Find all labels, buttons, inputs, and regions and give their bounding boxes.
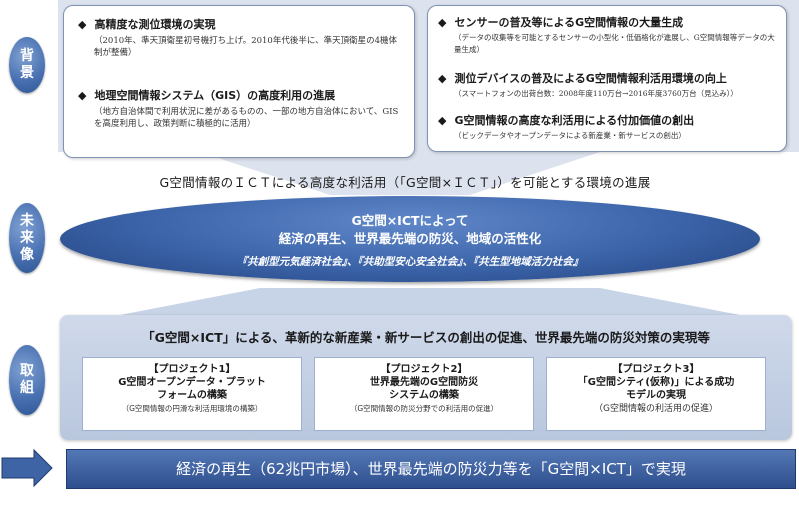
result-arrow-icon (1, 448, 53, 488)
label-char: 景 (20, 65, 34, 81)
project-note: （G空間情報の利活用の促進） (594, 404, 718, 414)
bg-item-note: （2010年、準天頂衛星初号機打ち上げ。2010年代後半に、準天頂衛星の4機体制… (94, 36, 397, 58)
bg-item-title: ◆地理空間情報システム（GIS）の高度利用の進展 (78, 89, 336, 102)
label-char: 組 (20, 380, 34, 396)
label-char: 像 (20, 246, 34, 263)
bg-item-note: （データの収集等を可能とするセンサーの小型化・低価格化が進展し、G空間情報等デー… (454, 33, 775, 54)
label-background: 背 景 (9, 37, 45, 93)
project-tag: 【プロジェクト3】 (612, 364, 700, 375)
label-efforts: 取 組 (9, 345, 45, 415)
project-name: 世界最先端のG空間防災 (369, 377, 479, 388)
project-card-3: 【プロジェクト3】 「G空間シティ(仮称)」による成功 モデルの実現 （G空間情… (546, 357, 766, 431)
label-char: 背 (20, 48, 34, 64)
bg-item-title: ◆G空間情報の高度な利活用による付加価値の創出 (438, 114, 695, 127)
bg-item-title: ◆センサーの普及等によるG空間情報の大量生成 (438, 16, 684, 29)
project-note: （G空間情報の防災分野での利活用の促進） (349, 404, 499, 413)
label-future: 未 来 像 (9, 203, 45, 273)
project-card-1: 【プロジェクト1】 G空間オープンデータ・プラット フォームの構築 （G空間情報… (82, 357, 302, 431)
project-name: G空間オープンデータ・プラット (118, 377, 266, 388)
label-char: 来 (20, 229, 34, 246)
project-name: 「G空間シティ(仮称)」による成功 (577, 377, 735, 388)
project-tag: 【プロジェクト1】 (148, 364, 236, 375)
project-name: システムの構築 (389, 390, 459, 401)
project-tag: 【プロジェクト2】 (380, 364, 468, 375)
bg-item-note: （スマートフォンの出荷台数：2008年度110万台→2016年度3760万台（見… (454, 89, 738, 98)
vision-line1: G空間×ICTによって (351, 213, 469, 228)
bg-item-title: ◆測位デバイスの普及によるG空間情報利活用環境の向上 (438, 72, 727, 85)
diamond-icon: ◆ (78, 18, 87, 31)
environment-headline: G空間情報のＩＣＴによる高度な利活用（「G空間×ＩＣＴ」）を可能とする環境の進展 (159, 175, 651, 190)
background-card-left: ◆高精度な測位環境の実現 （2010年、準天頂衛星初号機打ち上げ。2010年代後… (63, 5, 415, 158)
efforts-funnel (120, 288, 740, 315)
diamond-icon: ◆ (78, 89, 87, 102)
diamond-icon: ◆ (438, 16, 447, 29)
diamond-icon: ◆ (438, 114, 447, 127)
bg-item-note: （地方自治体間で利用状況に差があるものの、一部の地方自治体において、GISを高度… (94, 107, 399, 129)
bg-item-title: ◆高精度な測位環境の実現 (78, 18, 216, 31)
label-char: 未 (20, 212, 34, 229)
vision-line2: 経済の再生、世界最先端の防災、地域の活性化 (278, 231, 542, 246)
project-note: （G空間情報の円滑な利活用環境の構築） (121, 404, 263, 413)
background-card-right: ◆センサーの普及等によるG空間情報の大量生成 （データの収集等を可能とするセンサ… (427, 5, 787, 152)
vision-line3: 『共創型元気経済社会』、『共助型安心安全社会』、『共生型地域活力社会』 (236, 256, 584, 268)
vision-ellipse: G空間×ICTによって 経済の再生、世界最先端の防災、地域の活性化 『共創型元気… (60, 196, 760, 282)
result-bar: 経済の再生（62兆円市場）、世界最先端の防災力等を「G空間×ICT」で実現 (66, 449, 796, 489)
diamond-icon: ◆ (438, 72, 447, 85)
project-name: モデルの実現 (626, 390, 686, 401)
project-card-2: 【プロジェクト2】 世界最先端のG空間防災 システムの構築 （G空間情報の防災分… (314, 357, 534, 431)
bg-item-note: （ビックデータやオープンデータによる新産業・新サービスの創出） (454, 131, 686, 140)
efforts-panel: 「G空間×ICT」による、革新的な新産業・新サービスの創出の促進、世界最先端の防… (60, 315, 792, 440)
label-char: 取 (20, 363, 34, 379)
efforts-title: 「G空間×ICT」による、革新的な新産業・新サービスの創出の促進、世界最先端の防… (142, 330, 710, 345)
project-name: フォームの構築 (157, 390, 227, 401)
